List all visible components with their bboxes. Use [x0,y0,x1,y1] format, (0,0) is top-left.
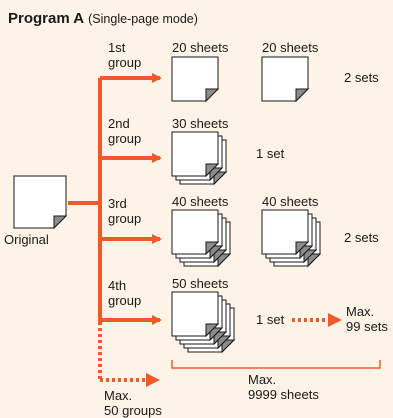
page-fold [213,249,228,264]
title-main: Program A [8,10,85,27]
page-fold [213,331,228,346]
more-groups-arrowhead [146,373,160,387]
group-4-set-stack [171,291,236,354]
group-3-sheets-a: 40 sheets [172,194,229,209]
page-fold [205,163,220,178]
group-3-set-a-stack [171,209,232,268]
page-fold [209,245,224,260]
page-fold [209,167,224,182]
group-3-sheets-b: 40 sheets [262,194,319,209]
page-fold [205,323,220,338]
group-1-sheets-a: 20 sheets [172,40,229,55]
page-fold [53,215,68,230]
max-sheets-bracket [171,360,381,369]
group-2-set-stack [171,131,228,186]
group-1-set-a-stack [171,56,220,103]
title-subtitle: (Single-page mode) [88,12,198,26]
group-3-sets: 2 sets [344,230,379,245]
page-fold [213,171,228,186]
group-2-sheets: 30 sheets [172,116,229,131]
page-fold [209,327,224,342]
page-fold [217,335,232,350]
group-2-sets: 1 set [256,146,285,161]
group-3-set-b-stack [261,209,322,268]
page-title: Program A(Single-page mode) [8,10,198,28]
group-4-sets: 1 set [256,312,285,327]
page-fold [205,241,220,256]
max-sets-label: Max.99 sets [346,304,388,334]
group-1-sets: 2 sets [344,70,379,85]
max-groups-label: Max.50 groups [104,388,162,418]
page-fold [303,249,318,264]
more-sets-arrowhead [328,313,342,327]
page-fold [221,339,236,354]
page-fold [295,241,310,256]
page-fold [205,88,220,103]
group-1-set-b-stack [261,56,310,103]
page-fold [307,253,322,268]
page-fold [299,245,314,260]
page-fold [295,88,310,103]
original-label: Original [4,232,49,247]
original-document-icon [13,175,68,230]
page-fold [217,253,232,268]
group-1-sheets-b: 20 sheets [262,40,319,55]
max-sheets-label: Max.9999 sheets [248,372,319,402]
group-4-sheets: 50 sheets [172,276,229,291]
